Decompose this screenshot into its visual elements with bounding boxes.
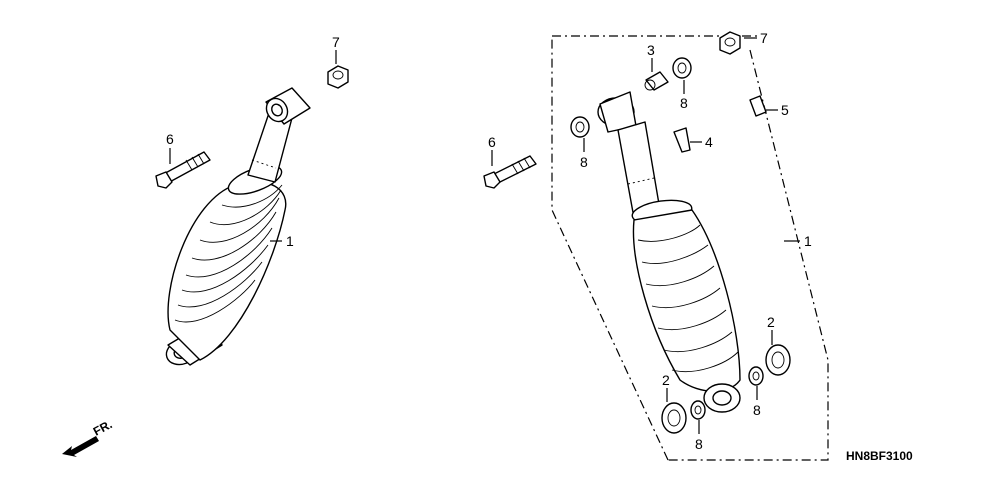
collar — [644, 71, 669, 91]
callout-right-shock: 1 — [804, 233, 812, 249]
callout-bearing-bottom-right: 8 — [753, 402, 761, 418]
callout-clip-5: 5 — [781, 102, 789, 118]
left-flange-nut — [327, 65, 349, 89]
callout-seal-bottom-right: 2 — [767, 314, 775, 330]
callout-right-bolt: 6 — [488, 134, 496, 150]
left-shock-absorber — [165, 87, 311, 366]
clip-4 — [673, 127, 691, 153]
front-arrow-icon — [62, 436, 99, 457]
callout-bearing-top-left: 8 — [580, 154, 588, 170]
clip-5 — [749, 95, 767, 117]
callout-bearing-bottom-left: 8 — [695, 436, 703, 452]
seal-bottom-right — [765, 344, 791, 376]
front-indicator-label: FR. — [91, 417, 115, 438]
callout-collar: 3 — [647, 42, 655, 58]
callout-left-bolt: 6 — [166, 131, 174, 147]
right-flange-nut — [719, 31, 741, 55]
bearing-bottom-right — [748, 366, 764, 386]
callout-left-nut: 7 — [332, 34, 340, 50]
left-bolt — [155, 151, 211, 189]
right-shock-absorber — [597, 91, 741, 413]
bearing-top-left — [570, 116, 590, 138]
bearing-bottom-left — [690, 400, 706, 420]
right-bolt — [483, 155, 537, 189]
callout-bearing-top-right: 8 — [680, 95, 688, 111]
callout-clip-4: 4 — [705, 134, 713, 150]
callout-seal-bottom-left: 2 — [662, 372, 670, 388]
callout-left-shock: 1 — [286, 233, 294, 249]
callout-right-nut: 7 — [760, 30, 768, 46]
seal-bottom-left — [661, 402, 687, 434]
diagram-code: HN8BF3100 — [846, 449, 913, 463]
bearing-top-right — [672, 57, 692, 79]
